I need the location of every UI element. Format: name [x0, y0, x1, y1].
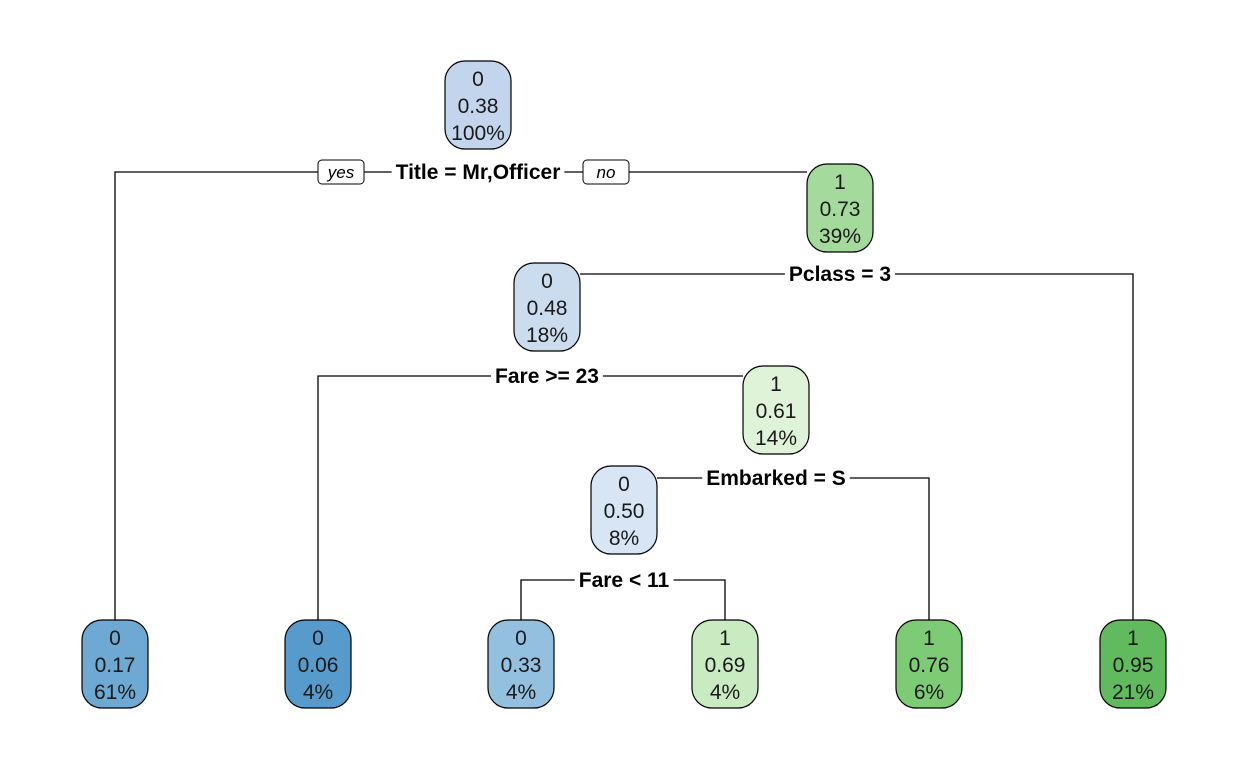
node-class: 0 — [515, 627, 527, 650]
tree-edge-s_rl-leaf2 — [317, 375, 547, 620]
split-s_rlrl: Fare < 11 — [574, 568, 674, 593]
tree-edge-s_rlr-leaf5 — [776, 477, 930, 620]
node-box — [1099, 619, 1167, 709]
node-class: 0 — [541, 270, 553, 293]
node-pct: 6% — [914, 681, 944, 704]
node-class: 1 — [1127, 627, 1139, 650]
node-pct: 14% — [755, 427, 797, 450]
node-box — [590, 465, 658, 555]
node-leaf6: 1 0.95 21% — [1099, 619, 1167, 709]
node-pct: 4% — [303, 681, 333, 704]
split-label: Fare < 11 — [579, 569, 670, 592]
split-label: Title = Mr,Officer — [396, 161, 561, 184]
node-prob: 0.33 — [501, 654, 542, 677]
node-box — [284, 619, 352, 709]
split-s_rlr: Embarked = S — [702, 466, 850, 491]
node-prob: 0.61 — [756, 400, 797, 423]
node-prob: 0.76 — [909, 654, 950, 677]
node-n_r: 1 0.73 39% — [806, 163, 874, 253]
yes-label-text: yes — [327, 163, 355, 182]
node-class: 0 — [312, 627, 324, 650]
node-pct: 39% — [819, 225, 861, 248]
node-root: 0 0.38 100% — [444, 60, 512, 150]
node-prob: 0.06 — [298, 654, 339, 677]
no-label-text: no — [597, 163, 616, 182]
tree-edge-s_r-leaf6 — [840, 273, 1134, 620]
tree-edge-s_root-leaf1 — [114, 171, 478, 620]
node-leaf1: 0 0.17 61% — [81, 619, 149, 709]
yes-label: yes — [317, 159, 365, 185]
node-class: 1 — [719, 627, 731, 650]
node-pct: 18% — [526, 324, 568, 347]
node-leaf3: 0 0.33 4% — [487, 619, 555, 709]
split-label: Fare >= 23 — [495, 365, 599, 388]
node-prob: 0.73 — [820, 198, 861, 221]
node-n_rlrl: 0 0.50 8% — [590, 465, 658, 555]
split-s_r: Pclass = 3 — [784, 262, 896, 287]
node-box — [513, 262, 581, 352]
node-class: 1 — [770, 373, 782, 396]
node-n_rlr: 1 0.61 14% — [742, 365, 810, 455]
node-class: 0 — [472, 68, 484, 91]
node-box — [487, 619, 555, 709]
node-prob: 0.38 — [458, 95, 499, 118]
node-class: 0 — [109, 627, 121, 650]
node-pct: 4% — [506, 681, 536, 704]
split-label: Embarked = S — [706, 467, 845, 490]
node-box — [895, 619, 963, 709]
node-leaf5: 1 0.76 6% — [895, 619, 963, 709]
node-n_rl: 0 0.48 18% — [513, 262, 581, 352]
node-prob: 0.69 — [705, 654, 746, 677]
node-prob: 0.50 — [604, 500, 645, 523]
node-pct: 61% — [94, 681, 136, 704]
split-label: Pclass = 3 — [789, 263, 891, 286]
node-prob: 0.95 — [1113, 654, 1154, 677]
node-box — [691, 619, 759, 709]
node-leaf4: 1 0.69 4% — [691, 619, 759, 709]
split-s_rl: Fare >= 23 — [491, 364, 603, 389]
node-class: 0 — [618, 473, 630, 496]
node-box — [806, 163, 874, 253]
node-pct: 21% — [1112, 681, 1154, 704]
node-pct: 4% — [710, 681, 740, 704]
node-pct: 8% — [609, 527, 639, 550]
node-class: 1 — [923, 627, 935, 650]
split-s_root: Title = Mr,Officer — [391, 160, 565, 185]
node-pct: 100% — [451, 122, 505, 145]
node-box — [444, 60, 512, 150]
node-leaf2: 0 0.06 4% — [284, 619, 352, 709]
tree-nodes: 00.38100%10.7339%00.4818%10.6114%00.508%… — [81, 60, 1167, 709]
node-class: 1 — [834, 171, 846, 194]
node-prob: 0.48 — [527, 297, 568, 320]
node-box — [742, 365, 810, 455]
node-box — [81, 619, 149, 709]
no-label: no — [582, 159, 630, 185]
node-prob: 0.17 — [95, 654, 136, 677]
